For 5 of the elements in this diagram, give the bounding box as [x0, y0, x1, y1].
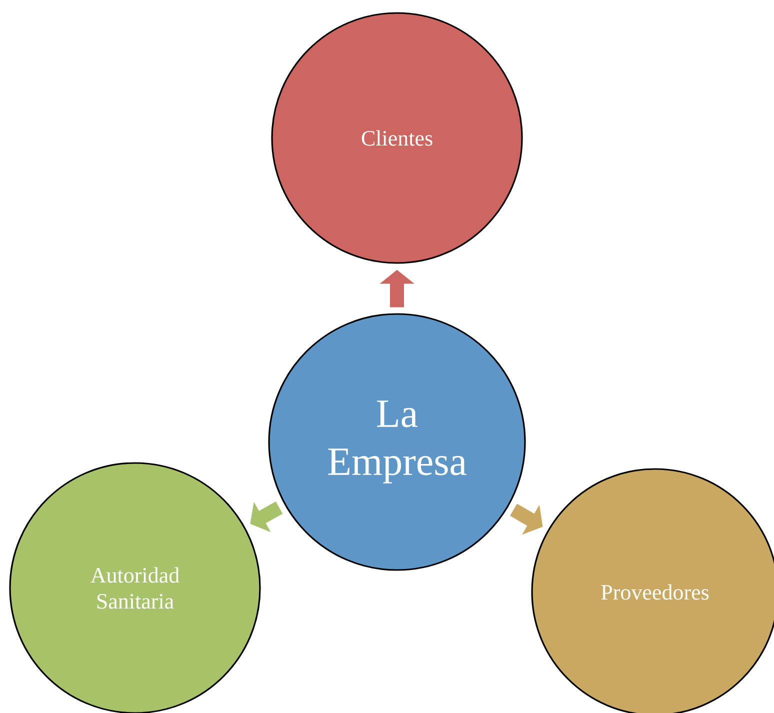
- block-arrow: [250, 502, 283, 532]
- circle-node: Autoridad Sanitaria: [9, 462, 261, 713]
- circle-node: Clientes: [271, 12, 523, 264]
- circle-node: La Empresa: [268, 313, 526, 571]
- circle-node: Proveedores: [531, 468, 774, 713]
